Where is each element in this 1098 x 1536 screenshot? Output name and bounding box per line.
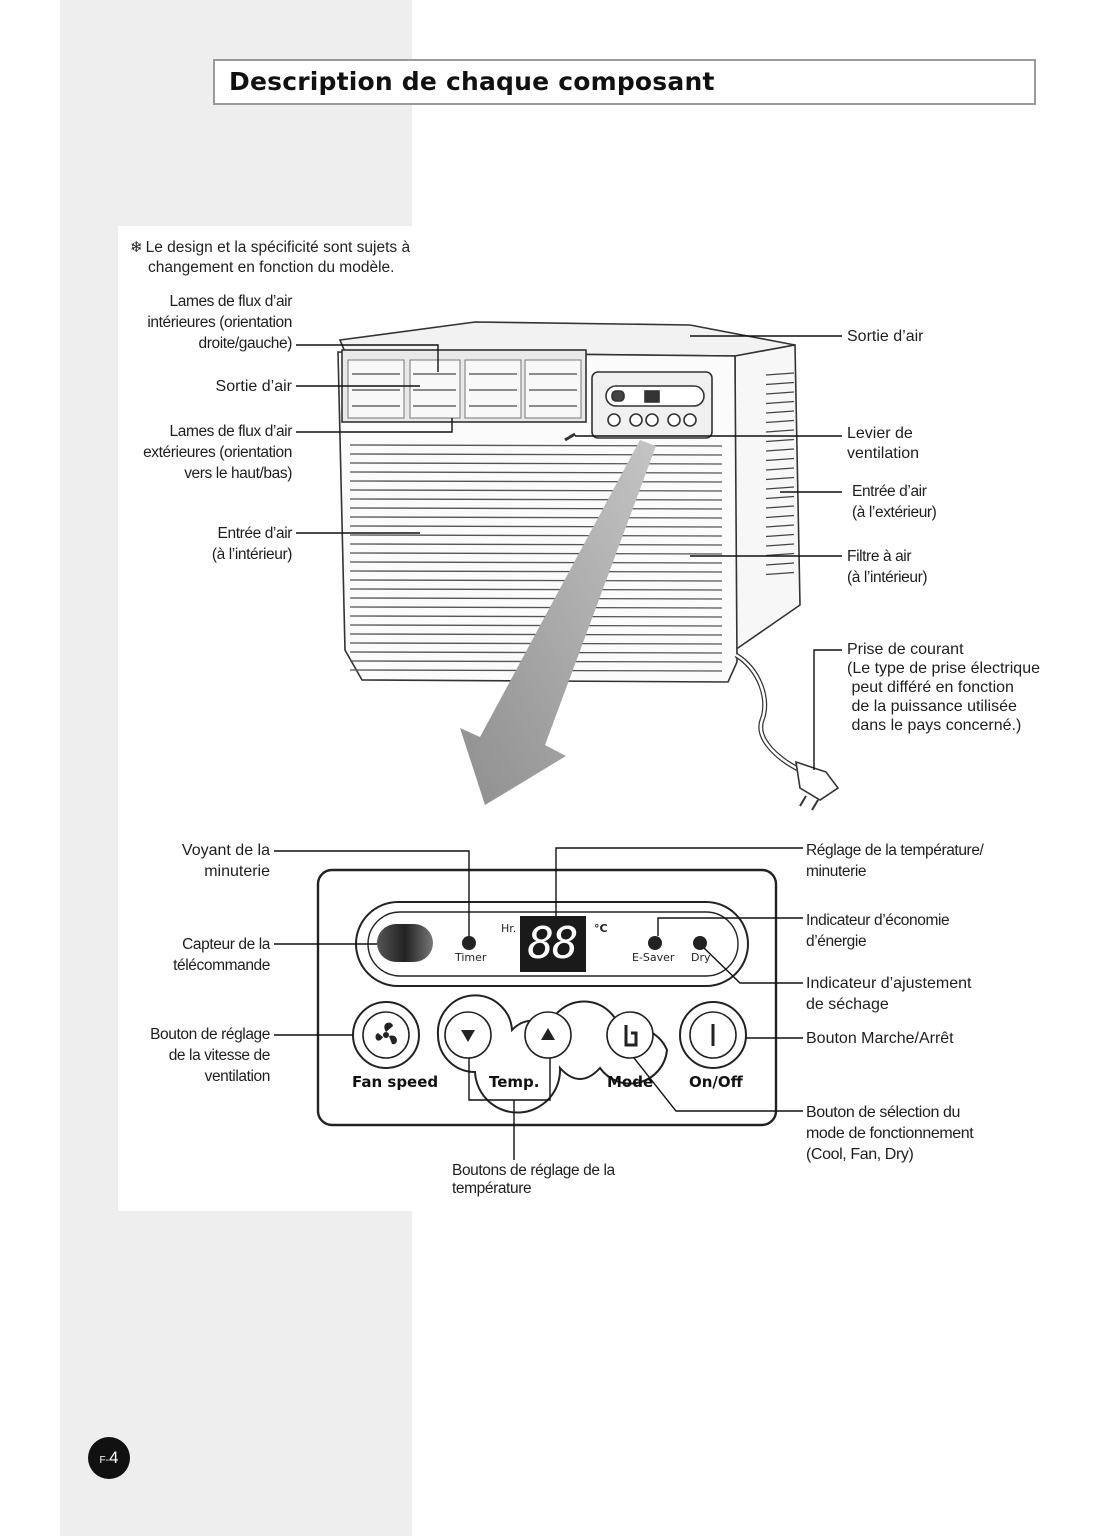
panel-leader-lines <box>274 847 803 1160</box>
timer-indicator-label: Timer <box>455 951 487 964</box>
power-plug <box>795 760 840 801</box>
grille-slat <box>349 552 723 555</box>
grille-slat <box>349 480 723 483</box>
grille-slat <box>349 624 723 627</box>
label-entree-air-interieur: Entrée d’air (à l’intérieur) <box>211 525 293 563</box>
side-vent-slat <box>765 476 795 481</box>
side-vent-slat <box>765 372 795 376</box>
page-title: Description de chaque composant <box>229 67 715 96</box>
grille-slat <box>349 588 723 591</box>
grille-slat <box>349 615 723 618</box>
side-vent-slat <box>765 448 795 452</box>
side-vent-slat <box>765 381 795 386</box>
grille-slat <box>349 516 723 519</box>
side-vent-slat <box>765 524 795 528</box>
grille-slat <box>349 462 723 465</box>
grille-slat <box>349 489 723 492</box>
grille-slat <box>349 561 723 564</box>
louver-lines <box>352 373 577 407</box>
label-bouton-vitesse: Bouton de réglage de la vitesse de venti… <box>150 1026 270 1085</box>
label-indicateur-economie: Indicateur d’économie d’énergie <box>806 912 950 950</box>
side-vent-slat <box>765 505 795 509</box>
power-cord <box>734 652 802 773</box>
grille-slat <box>349 570 723 573</box>
label-sortie-air-right: Sortie d’air <box>847 328 924 345</box>
grille-slat <box>349 453 723 456</box>
side-vent-slat <box>765 429 795 433</box>
label-capteur-telecommande: Capteur de la télécommande <box>173 936 270 974</box>
snowflake-icon: ❄ <box>130 239 143 256</box>
label-boutons-temperature: Boutons de réglage de la température <box>452 1162 615 1197</box>
celsius-label: °C <box>594 922 608 935</box>
side-vent-slat <box>765 543 795 547</box>
side-vent-slat <box>765 571 795 576</box>
hr-label: Hr. <box>501 922 517 935</box>
grille-slat <box>349 597 723 600</box>
section-title-box: Description de chaque composant <box>213 59 1036 105</box>
label-sortie-air-left: Sortie d’air <box>215 378 292 395</box>
grille-slat <box>349 444 723 447</box>
onoff-button-label: On/Off <box>689 1073 743 1091</box>
grille-slat <box>349 507 723 510</box>
louvers <box>347 359 582 419</box>
label-reglage-temperature: Réglage de la température/ minuterie <box>806 842 984 880</box>
label-voyant-minuterie: Voyant de la minuterie <box>181 842 270 880</box>
label-lames-exterieures: Lames de flux d’air extérieures (orienta… <box>143 423 292 482</box>
side-vent-slat <box>765 400 795 405</box>
control-panel-art: 88 <box>316 868 778 1127</box>
grille-slat <box>349 606 723 609</box>
label-levier-ventilation: Levier de ventilation <box>847 425 920 462</box>
esaver-indicator-label: E-Saver <box>632 951 675 964</box>
side-vent-slat <box>765 419 795 424</box>
side-vent-slat <box>765 457 795 462</box>
label-bouton-marche-arret: Bouton Marche/Arrêt <box>806 1030 954 1047</box>
zoom-arrow <box>460 440 656 805</box>
temp-buttons-label: Temp. <box>489 1073 540 1091</box>
note-line-1: Le design et la spécificité sont sujets … <box>145 239 411 256</box>
label-prise-courant: Prise de courant (Le type de prise élect… <box>847 641 1040 734</box>
grille-slat <box>349 498 723 501</box>
side-vent-slat <box>765 495 795 500</box>
grille-slat <box>349 534 723 537</box>
fan-speed-button-label: Fan speed <box>352 1073 439 1091</box>
side-vents <box>765 372 795 576</box>
label-indicateur-sechage: Indicateur d’ajustement de séchage <box>806 975 972 1013</box>
grille-slat <box>349 579 723 582</box>
note-line-2: changement en fonction du modèle. <box>148 259 395 276</box>
page-number-badge: F-4 <box>88 1437 130 1479</box>
grille-slat <box>349 471 723 474</box>
label-filtre-air: Filtre à air (à l’intérieur) <box>847 548 928 586</box>
side-vent-slat <box>765 410 795 414</box>
side-vent-slat <box>765 391 795 395</box>
page-prefix: F- <box>99 1455 109 1466</box>
side-vent-slat <box>765 438 795 443</box>
svg-text:88: 88 <box>528 918 577 969</box>
grille-slat <box>349 525 723 528</box>
label-entree-air-exterieur: Entrée d’air (à l’extérieur) <box>852 483 937 521</box>
side-vent-slat <box>765 514 795 519</box>
side-vent-slat <box>765 552 795 557</box>
mode-button-label: Mode <box>607 1073 654 1091</box>
unit-leader-lines <box>296 335 842 770</box>
label-bouton-mode: Bouton de sélection du mode de fonctionn… <box>806 1104 974 1163</box>
side-vent-slat <box>765 486 795 490</box>
side-vent-slat <box>765 562 795 566</box>
page-number: 4 <box>108 1448 119 1467</box>
dry-indicator-label: Dry <box>691 951 711 964</box>
side-vent-slat <box>765 467 795 471</box>
design-note: ❄Le design et la spécificité sont sujets… <box>130 238 410 278</box>
label-lames-interieures: Lames de flux d’air intérieures (orienta… <box>147 293 292 352</box>
grille-slat <box>349 543 723 546</box>
side-vent-slat <box>765 533 795 538</box>
